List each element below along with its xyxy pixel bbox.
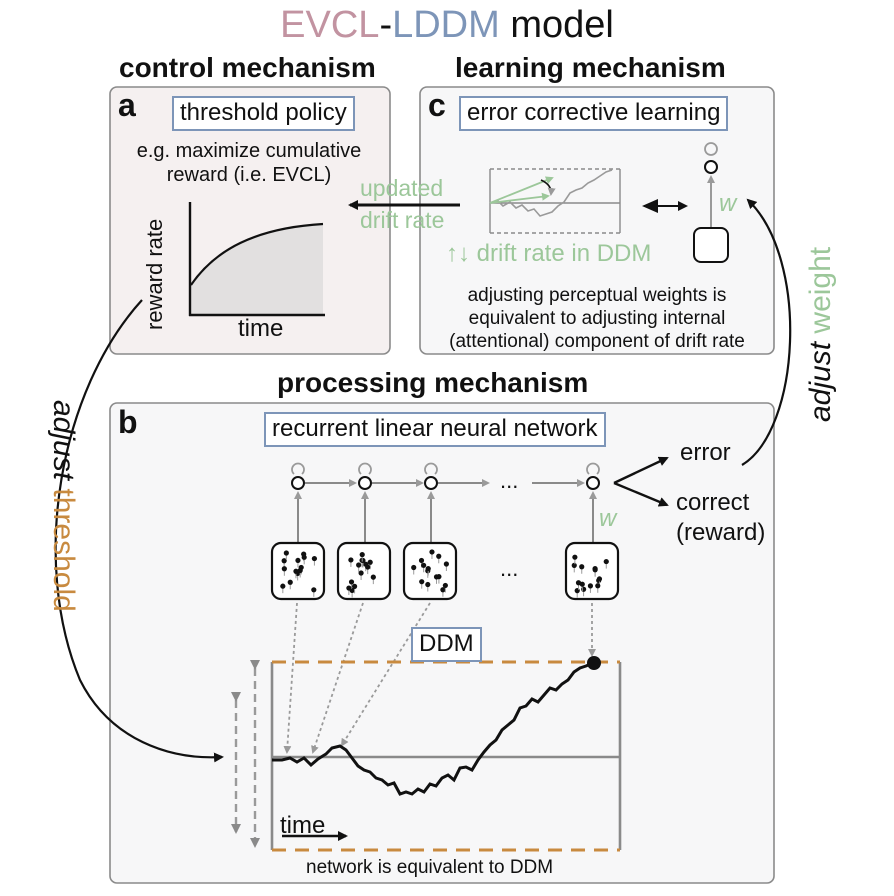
stimulus-dot [592, 567, 598, 573]
stimulus-dot [283, 550, 289, 556]
stimulus-boxes [270, 541, 620, 601]
weight-word: weight [804, 246, 837, 334]
plot-ylabel: reward rate [142, 218, 167, 330]
stimulus-dot [280, 583, 286, 589]
stimulus-dot [311, 587, 317, 593]
title-dash: - [379, 4, 393, 46]
stimulus-dot [429, 549, 435, 555]
output-reward-label: (reward) [676, 519, 766, 546]
adjust-threshold-arrow [54, 299, 224, 763]
stimulus-dot [571, 562, 577, 568]
stimulus-dot [421, 562, 427, 568]
single-unit-diagram [693, 142, 729, 263]
recurrent-network-label: recurrent linear neural network [264, 412, 606, 447]
title-lddm: LDDM [392, 4, 500, 46]
stimulus-dot [360, 557, 366, 564]
stimulus-dot [596, 576, 603, 582]
title-model: model [499, 4, 614, 46]
stimulus-dot [348, 579, 355, 585]
stimulus-dot [359, 552, 365, 558]
stimulus-dot [411, 564, 417, 571]
stimulus-dot [419, 579, 425, 585]
stimulus-ellipsis: ... [500, 556, 519, 581]
adjust-weight-label: adjust weight [804, 246, 837, 422]
stimulus-dot [348, 557, 354, 563]
updated-label: updated [360, 175, 444, 201]
stimulus-dot [418, 557, 425, 564]
stimulus-dot [443, 561, 449, 567]
stimulus-dot [301, 554, 307, 560]
stimulus-dot [442, 582, 448, 589]
adjust-word-left: adjust [47, 400, 80, 481]
adjust-word-right: adjust [804, 341, 837, 422]
panel-letter-b: b [118, 404, 138, 440]
stimulus-dot [293, 568, 299, 574]
ddm-time-label: time [280, 812, 326, 839]
stimulus-dot [603, 558, 609, 565]
stimulus-dot [425, 581, 431, 588]
processing-header: processing mechanism [277, 367, 589, 398]
weight-symbol-b: w [599, 505, 617, 532]
stimulus-dot [356, 562, 362, 568]
stimulus-dot [351, 583, 358, 589]
panel-letter-a: a [118, 87, 136, 123]
stimulus-dot [579, 564, 585, 570]
panel-letter-c: c [428, 87, 446, 123]
stimulus-dot [367, 559, 373, 565]
stimulus-dot [579, 581, 585, 587]
weight-symbol-c: w [719, 190, 737, 217]
stimulus-dot [297, 567, 303, 574]
output-error-label: error [680, 439, 731, 466]
stimulus-dot [436, 574, 442, 580]
threshold-word: threshold [47, 488, 80, 612]
stimulus-dot [436, 553, 442, 559]
threshold-policy-label: threshold policy [172, 96, 355, 131]
control-header: control mechanism [119, 52, 376, 83]
stimulus-dot [365, 564, 371, 570]
stimulus-dot [295, 557, 301, 564]
stimulus-to-ddm-arrows [283, 602, 596, 754]
stimulus-dot [287, 579, 293, 585]
ddm-trace [272, 661, 594, 796]
stimulus-dot [281, 558, 287, 564]
control-description: e.g. maximize cumulative reward (i.e. EV… [136, 140, 362, 187]
drift-rate-label: drift rate [360, 207, 445, 233]
stimulus-dot [358, 570, 364, 576]
adjust-weight-arrow [741, 198, 792, 466]
panel-c [419, 86, 775, 355]
decision-point [587, 656, 601, 670]
error-corrective-learning-label: error corrective learning [459, 96, 729, 131]
stimulus-dot [587, 583, 594, 589]
drift-rate-in-ddm-label: ↑↓ drift rate in DDM [446, 240, 652, 267]
reward-rate-plot [188, 202, 325, 317]
stimulus-dot [370, 574, 376, 580]
ddm-plot [231, 656, 622, 852]
plot-xlabel: time [238, 315, 284, 342]
stimulus-dot [440, 587, 446, 593]
output-correct-label: correct [676, 489, 750, 516]
stimulus-dot [311, 555, 318, 562]
mini-drift-plot [489, 168, 621, 234]
recurrent-network-chain [291, 456, 669, 542]
ddm-label: DDM [411, 627, 482, 662]
stimulus-dot [572, 554, 578, 560]
learning-header: learning mechanism [455, 52, 726, 83]
stimulus-dot [281, 566, 287, 572]
stimulus-dot [425, 565, 431, 572]
title-evcl: EVCL [280, 4, 380, 46]
chain-ellipsis: ... [500, 468, 519, 493]
stimulus-dot [595, 583, 601, 589]
stimulus-dot [574, 588, 580, 594]
stimulus-dot [346, 585, 352, 591]
learning-description: adjusting perceptual weights is equivale… [449, 285, 745, 353]
adjust-threshold-label: adjust threshold [47, 400, 80, 612]
ddm-caption: network is equivalent to DDM [306, 857, 554, 878]
stimulus-box [336, 541, 392, 601]
figure-title: EVCL-LDDM model [0, 6, 894, 44]
